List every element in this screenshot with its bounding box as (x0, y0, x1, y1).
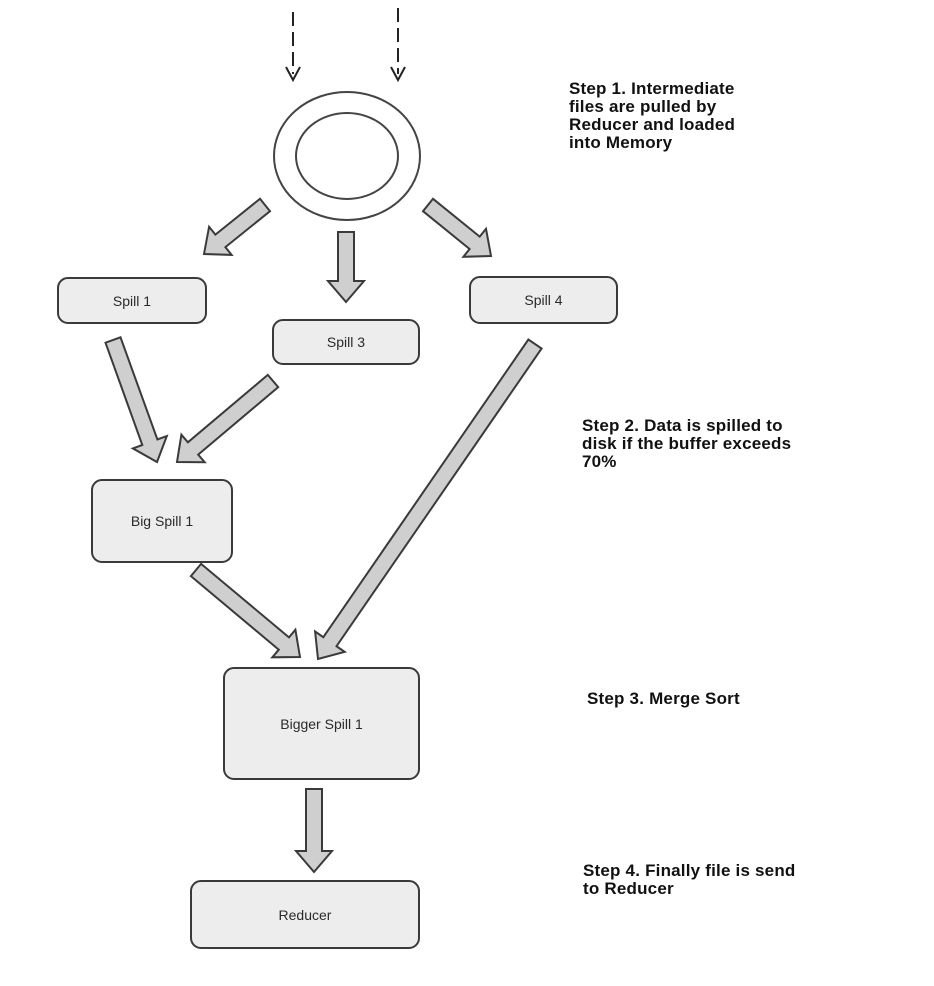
spill-4-box: Spill 4 (469, 276, 618, 324)
spill-3-box: Spill 3 (272, 319, 420, 365)
reducer-box: Reducer (190, 880, 420, 949)
spill-1-box: Spill 1 (57, 277, 207, 324)
step-3-text: Step 3. Merge Sort (587, 689, 740, 708)
block-arrows (104, 197, 543, 874)
step-4-text: Step 4. Finally file is send to Reducer (583, 861, 796, 898)
arrow-spill-3-to-big-spill (175, 373, 280, 464)
incoming-arrow-left (285, 12, 301, 83)
arrow-spill-4-to-bigger-spill (313, 338, 543, 661)
arrow-memory-to-spill-4 (421, 197, 493, 258)
step-2-text: Step 2. Data is spilled to disk if the b… (582, 416, 792, 471)
arrow-memory-to-spill-1 (202, 197, 272, 256)
arrow-spill-1-to-big-spill (104, 336, 169, 464)
arrow-bigger-spill-to-reducer (293, 788, 335, 874)
big-spill-1-box: Big Spill 1 (91, 479, 233, 563)
arrow-memory-to-spill-3 (325, 231, 367, 304)
step-1-text: Step 1. Intermediate files are pulled by… (569, 79, 736, 152)
incoming-arrow-right (390, 8, 406, 83)
bigger-spill-1-box: Bigger Spill 1 (223, 667, 420, 780)
memory-ring-icon (273, 91, 421, 221)
arrow-big-spill-to-bigger-spill (189, 562, 302, 659)
